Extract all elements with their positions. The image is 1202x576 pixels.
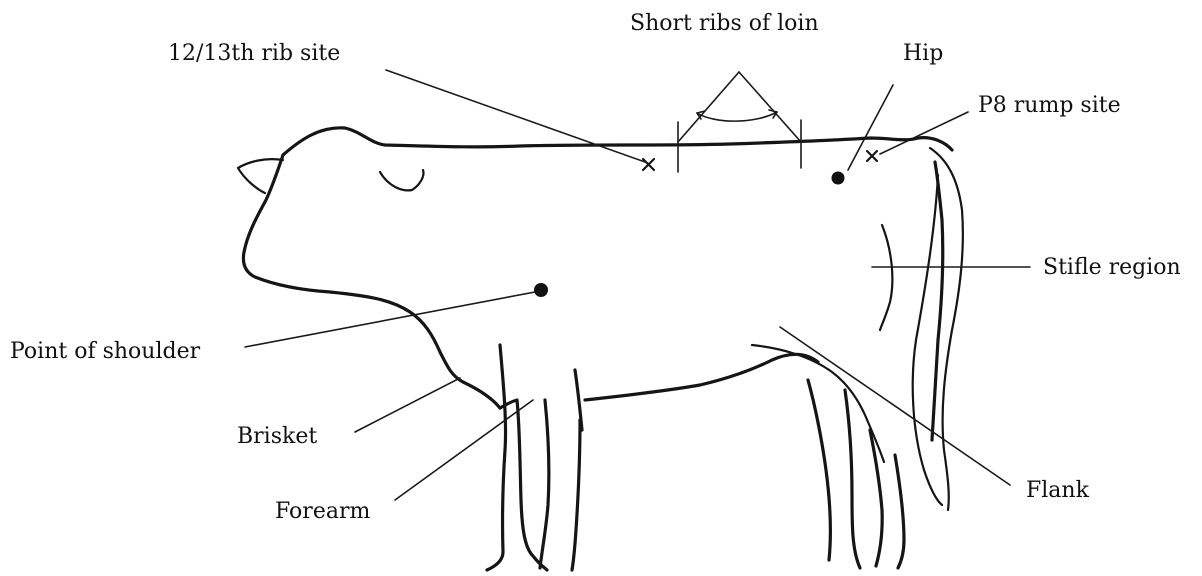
cow-stifle-curve	[880, 225, 892, 330]
cow-face-line	[243, 155, 500, 408]
label-rib-site: 12/13th rib site	[168, 41, 340, 66]
shoulder-leader	[245, 292, 535, 347]
shoulder-dot	[534, 283, 548, 297]
rib-site-leader	[386, 70, 645, 162]
label-hip: Hip	[903, 41, 943, 66]
anatomy-markers	[534, 151, 877, 297]
label-flank: Flank	[1026, 478, 1090, 503]
cow-rump-line	[932, 162, 943, 440]
cow-hind-leg-2	[870, 430, 904, 568]
label-forearm: Forearm	[275, 499, 370, 524]
cow-right-ear	[380, 170, 423, 190]
label-p8-rump: P8 rump site	[978, 93, 1121, 118]
cow-hind-leg-1	[808, 380, 860, 568]
cow-front-leg-1	[487, 345, 547, 570]
cow-flank-curve	[752, 345, 884, 462]
label-point-of-shoulder: Point of shoulder	[10, 339, 201, 364]
p8-rump-cross	[867, 151, 877, 161]
cow-back-line	[283, 128, 952, 155]
short-ribs-bracket	[678, 72, 801, 172]
p8-leader	[880, 112, 968, 154]
brisket-leader	[355, 378, 460, 432]
label-stifle: Stifle region	[1043, 255, 1181, 280]
hip-dot	[832, 172, 845, 185]
label-short-ribs: Short ribs of loin	[630, 11, 819, 36]
forearm-leader	[395, 400, 533, 500]
rib-site-cross	[643, 159, 654, 170]
cow-front-leg-2	[540, 370, 582, 570]
label-brisket: Brisket	[237, 424, 317, 449]
cow-belly-line	[585, 354, 818, 400]
